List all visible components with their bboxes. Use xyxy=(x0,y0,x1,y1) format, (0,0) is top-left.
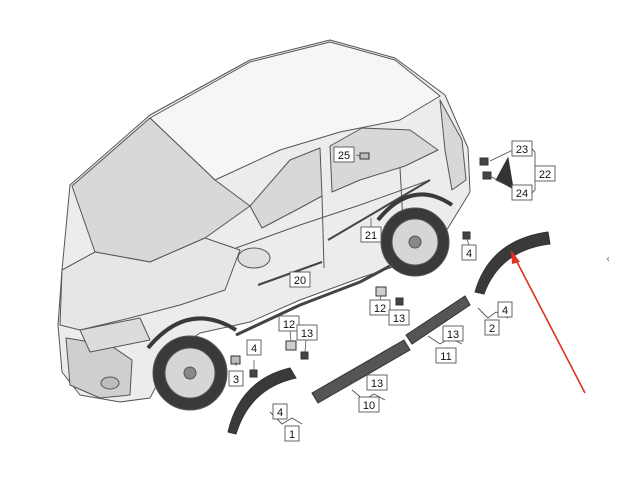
callout-2: 2 xyxy=(484,319,500,336)
vehicle-illustration xyxy=(57,39,471,411)
fog-light xyxy=(100,376,120,390)
callout-13-rear-molding: 13 xyxy=(442,325,464,342)
car-sill-trim xyxy=(235,264,391,337)
clip-24 xyxy=(482,171,492,180)
svg-text:12: 12 xyxy=(374,303,386,315)
chevron-left-icon[interactable]: ‹ xyxy=(606,254,610,265)
callout-11: 11 xyxy=(435,347,457,364)
rear-window xyxy=(439,99,467,191)
callout-22: 22 xyxy=(534,165,556,182)
rear-arch-trim xyxy=(376,192,454,222)
svg-text:3: 3 xyxy=(233,374,239,386)
callout-13-rear-clip: 13 xyxy=(388,309,410,326)
svg-text:1: 1 xyxy=(289,429,295,441)
svg-text:22: 22 xyxy=(539,169,551,181)
svg-text:4: 4 xyxy=(502,305,508,317)
callout-25: 25 xyxy=(333,146,355,163)
svg-text:4: 4 xyxy=(251,343,257,355)
callout-13-front-molding: 13 xyxy=(366,374,388,391)
clip-25 xyxy=(359,152,370,160)
front-wheel-arch-molding xyxy=(227,367,297,435)
front-hub xyxy=(183,366,197,380)
callout-4-front-clip: 4 xyxy=(246,339,262,356)
door-seam-front xyxy=(321,195,325,269)
svg-text:25: 25 xyxy=(338,150,350,162)
callout-21: 21 xyxy=(360,226,382,243)
svg-text:10: 10 xyxy=(363,400,375,412)
callout-13-front-clip: 13 xyxy=(296,324,318,341)
clip-4-rear xyxy=(462,231,471,240)
callout-3: 3 xyxy=(228,370,244,387)
front-arch-trim xyxy=(146,316,238,350)
callout-4-rear-arch: 4 xyxy=(497,301,513,318)
svg-text:11: 11 xyxy=(440,351,451,363)
svg-text:12: 12 xyxy=(283,319,295,331)
car-roof xyxy=(149,41,441,181)
clip-13-rear xyxy=(395,297,404,306)
svg-text:23: 23 xyxy=(516,144,528,156)
detached-parts xyxy=(227,152,551,435)
svg-text:13: 13 xyxy=(371,378,383,390)
callout-12-front: 12 xyxy=(278,315,300,332)
clip-13-front xyxy=(300,351,309,360)
callout-4-rear-clip: 4 xyxy=(461,244,477,261)
clip-23 xyxy=(479,157,489,166)
callout-4-front-arch: 4 xyxy=(272,403,288,420)
callout-10: 10 xyxy=(358,396,380,413)
svg-text:4: 4 xyxy=(466,248,472,260)
front-door-molding xyxy=(311,339,411,404)
side-mirror xyxy=(237,247,271,269)
hood xyxy=(59,237,241,331)
quarter-trim-triangle xyxy=(495,156,514,189)
svg-text:24: 24 xyxy=(516,188,528,200)
svg-text:13: 13 xyxy=(393,313,405,325)
svg-text:2: 2 xyxy=(489,323,495,335)
svg-text:21: 21 xyxy=(365,230,377,242)
character-line xyxy=(235,179,431,249)
clip-3 xyxy=(230,355,241,365)
callout-23: 23 xyxy=(511,140,533,157)
svg-text:13: 13 xyxy=(301,328,313,340)
rear-side-window xyxy=(329,127,439,193)
rear-door-molding xyxy=(405,295,471,345)
clip-4-front xyxy=(249,369,258,378)
clip-12-front xyxy=(285,340,297,351)
callout-20: 20 xyxy=(289,271,311,288)
rear-wheel-arch-molding xyxy=(474,231,551,295)
svg-text:13: 13 xyxy=(447,329,459,341)
clip-12-rear xyxy=(375,286,387,297)
callout-24: 24 xyxy=(511,184,533,201)
svg-text:4: 4 xyxy=(277,407,283,419)
car-door-molding-21 xyxy=(327,179,431,241)
svg-text:20: 20 xyxy=(294,275,306,287)
callout-12-rear: 12 xyxy=(369,299,391,316)
rear-hub xyxy=(408,235,422,249)
red-annotation-arrow xyxy=(511,250,586,394)
callout-1: 1 xyxy=(284,425,300,442)
headlight xyxy=(79,317,151,353)
